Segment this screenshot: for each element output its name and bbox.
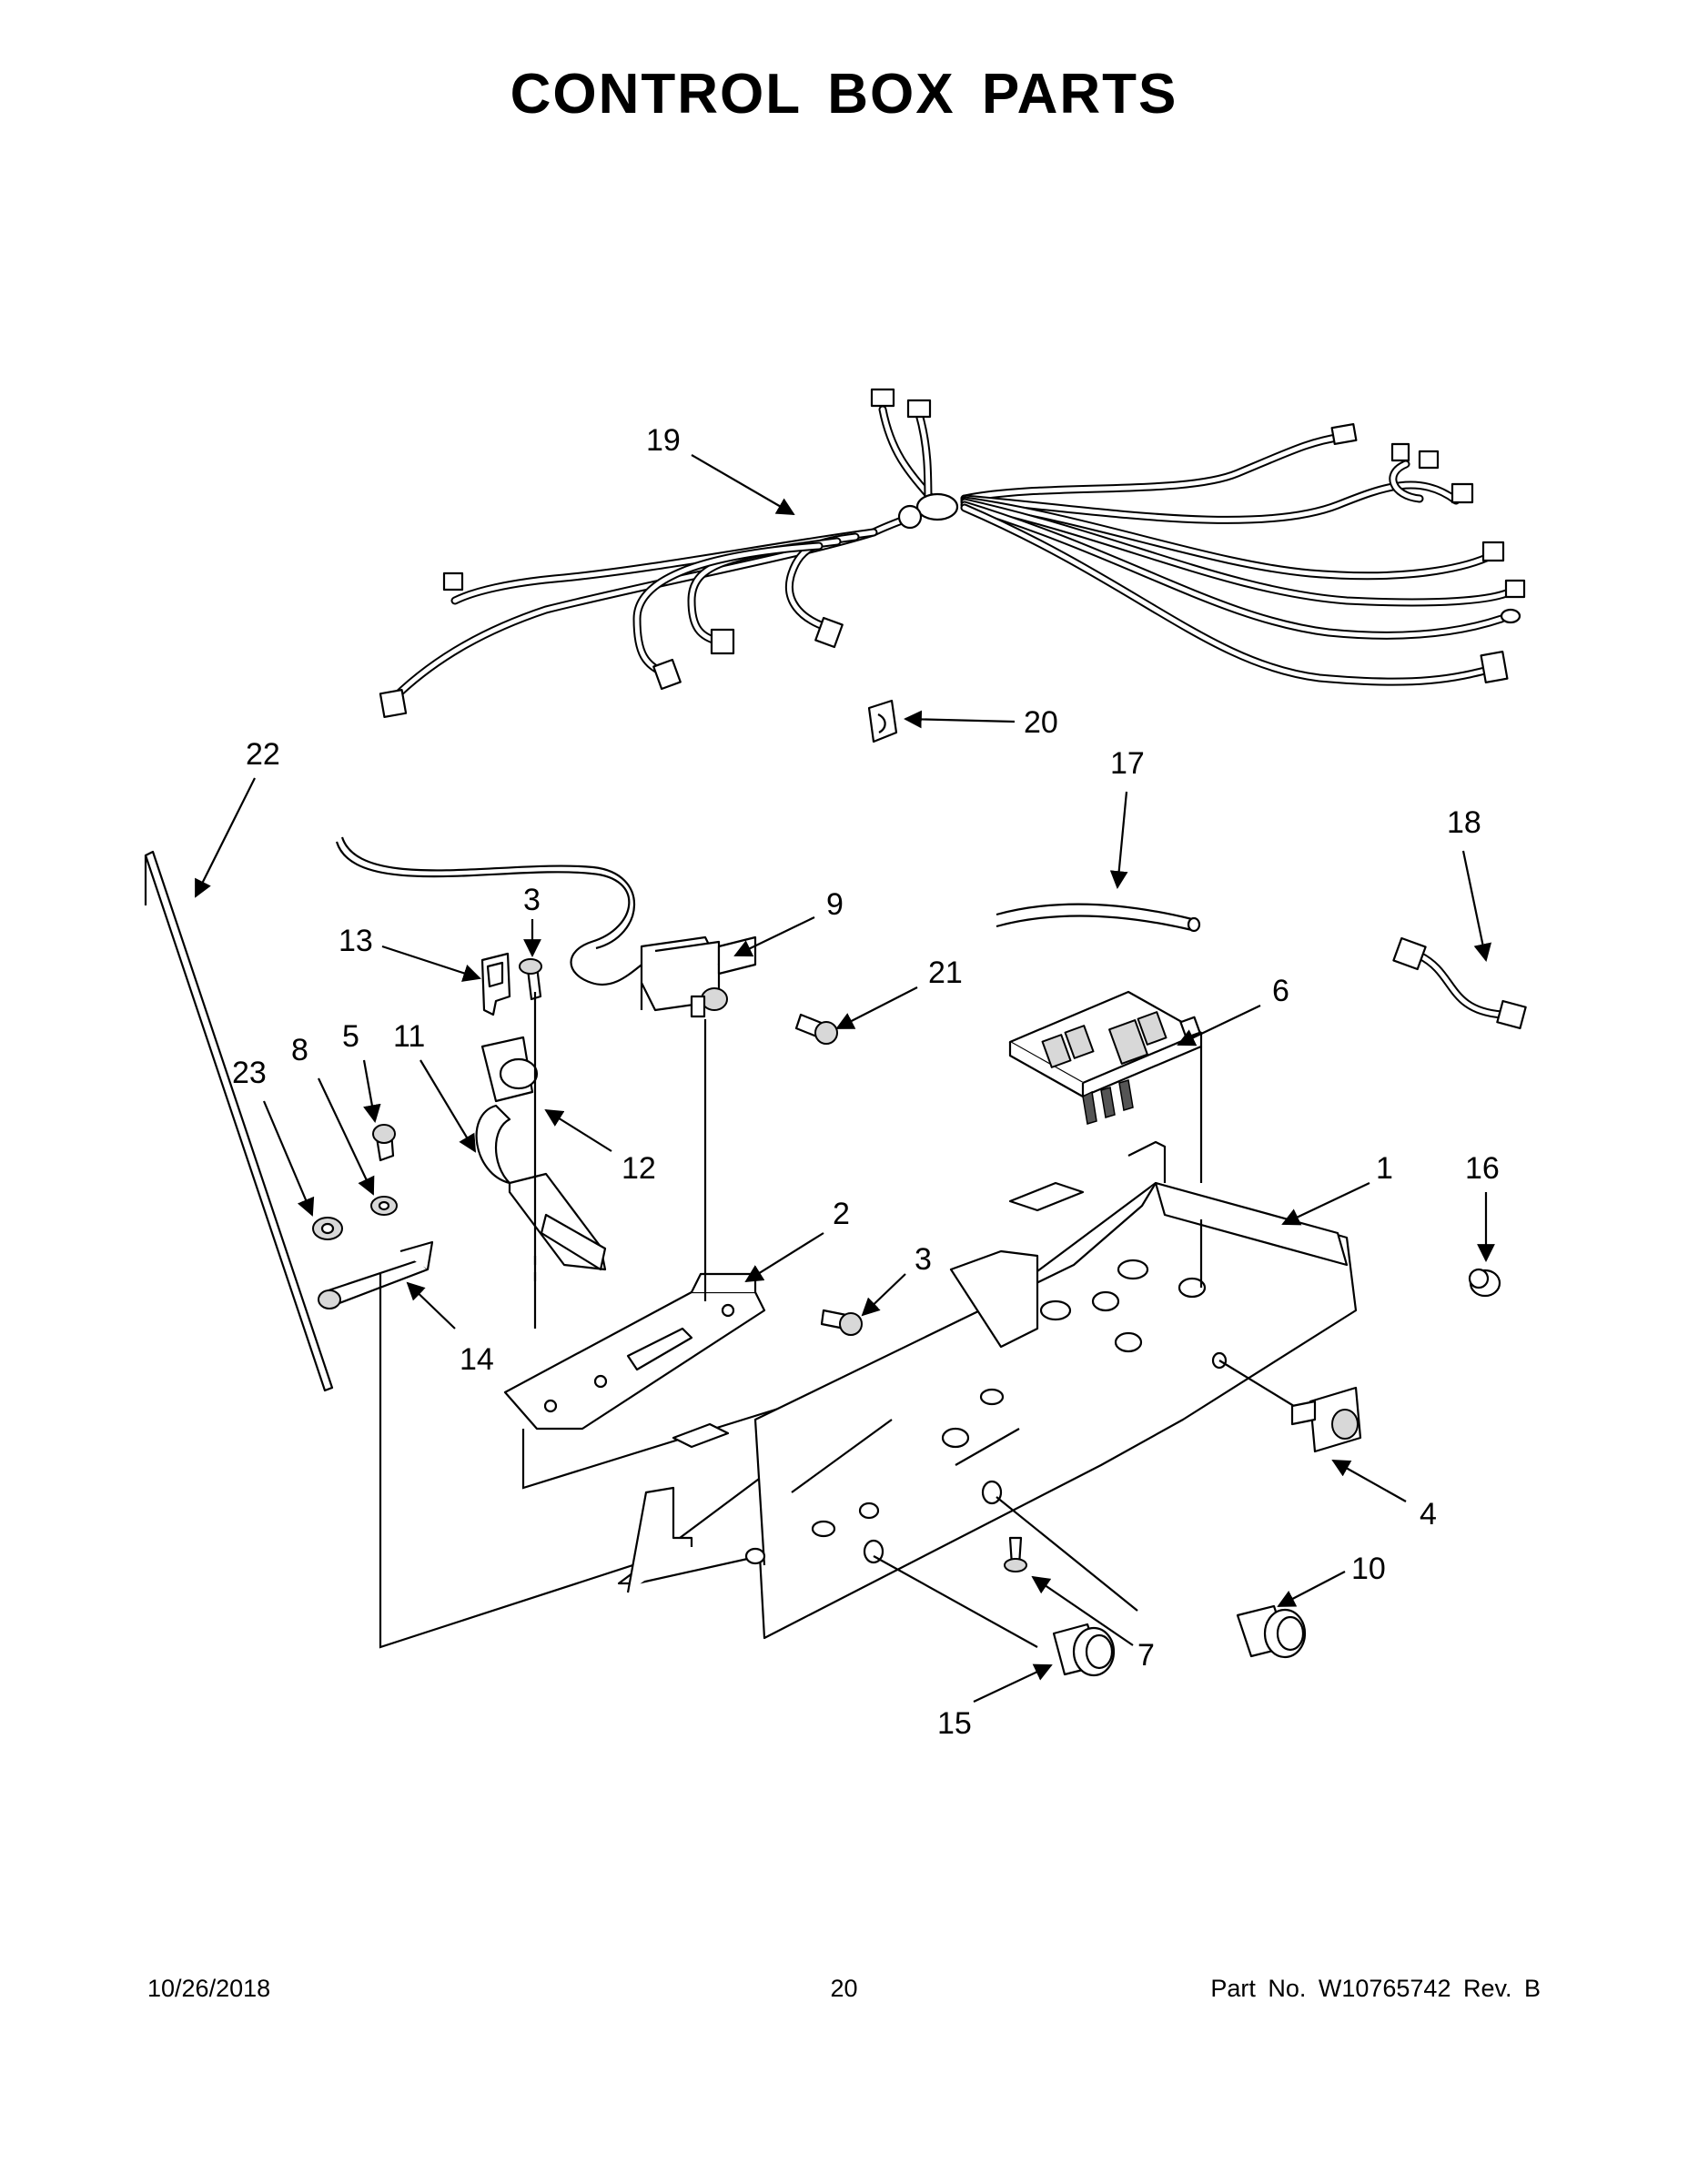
screw-part-7 [1004, 1536, 1027, 1572]
clip-part-20 [867, 699, 898, 743]
callout-16: 16 [1465, 1151, 1500, 1186]
lamp-socket-part-10 [1236, 1604, 1307, 1659]
callout-1: 1 [1376, 1151, 1393, 1186]
rod-part-22 [144, 850, 334, 1392]
tube-part-17 [996, 903, 1201, 933]
callout-12: 12 [622, 1151, 656, 1186]
lever-hardware-group [312, 1124, 788, 1649]
callout-3-lower: 3 [915, 1242, 932, 1277]
callout-5: 5 [342, 1019, 359, 1054]
footer-part-number: Part No. W10765742 Rev. B [1210, 1975, 1541, 2002]
callout-7: 7 [1137, 1638, 1155, 1673]
leader-arrows [195, 454, 1495, 1703]
screw-part-3-lower [820, 1309, 863, 1336]
callout-4: 4 [1420, 1497, 1437, 1532]
callout-8: 8 [291, 1033, 308, 1067]
callout-9: 9 [826, 887, 844, 922]
callout-14: 14 [460, 1342, 494, 1377]
switch-part-9 [335, 836, 757, 1018]
switch-part-4 [1290, 1386, 1362, 1453]
callout-10: 10 [1351, 1552, 1386, 1586]
sensor-part-18 [1392, 936, 1527, 1030]
cap-part-16 [1468, 1268, 1501, 1298]
callout-18: 18 [1447, 805, 1481, 840]
callout-20: 20 [1024, 705, 1058, 740]
callout-19: 19 [646, 423, 681, 458]
callout-11: 11 [393, 1019, 425, 1054]
callout-22: 22 [246, 737, 280, 772]
callout-2: 2 [833, 1197, 850, 1231]
footer-page-number: 20 [830, 1975, 858, 2002]
bracket-part-2 [503, 1019, 788, 1490]
control-board-part-6 [1008, 990, 1203, 1183]
screw-part-21 [794, 1013, 838, 1045]
bracket-parts-group [475, 952, 607, 1329]
callout-17: 17 [1110, 746, 1145, 781]
lamp-socket-part-15 [1052, 1623, 1116, 1677]
callout-13: 13 [339, 924, 373, 958]
callout-labels: 19 20 22 17 18 3 9 13 21 6 5 11 8 23 12 … [232, 423, 1500, 1741]
wire-harness-part [379, 388, 1526, 718]
footer-date: 10/26/2018 [147, 1975, 271, 2002]
callout-15: 15 [937, 1706, 972, 1741]
callout-23: 23 [232, 1056, 267, 1090]
page-title: CONTROL BOX PARTS [510, 63, 1178, 126]
callout-3-upper: 3 [523, 883, 541, 917]
callout-21: 21 [928, 956, 963, 990]
callout-6: 6 [1272, 974, 1289, 1008]
control-box-housing-part-1 [617, 1140, 1358, 1648]
